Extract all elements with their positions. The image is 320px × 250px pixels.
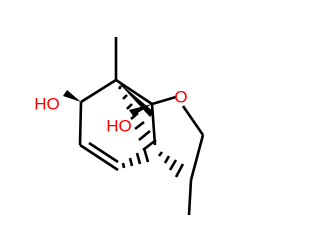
bond-c3-c4 [78, 101, 83, 146]
bonds [78, 37, 205, 216]
ring-oxygen-label: O [174, 88, 187, 107]
bond-ch2-c8 [189, 134, 205, 181]
wedge-bonds [63, 80, 154, 117]
hashed-bond-c6-c8 [157, 151, 185, 178]
bond-c1-o [151, 95, 177, 106]
bond-c8-methyl [187, 179, 193, 216]
hydroxyl-label-center: HO [106, 117, 132, 136]
wedge-bond-c3-oh [63, 90, 81, 102]
bond-c4-c5 [79, 143, 119, 172]
bond-c2-c3 [80, 78, 117, 104]
hashed-bonds [117, 85, 185, 178]
molecule-structure: HO HO O [34, 37, 205, 216]
bond-c1-c7 [150, 103, 157, 146]
atom-labels: HO HO O [34, 88, 187, 136]
bond-c2-c1 [115, 78, 153, 106]
bond-c4-c5-double [88, 141, 119, 164]
hydroxyl-label-left: HO [34, 95, 60, 114]
hashed-bond-c5-c6 [121, 147, 150, 169]
wedge-bond-c1-oh [129, 104, 152, 116]
bond-o-ch2 [181, 105, 205, 136]
